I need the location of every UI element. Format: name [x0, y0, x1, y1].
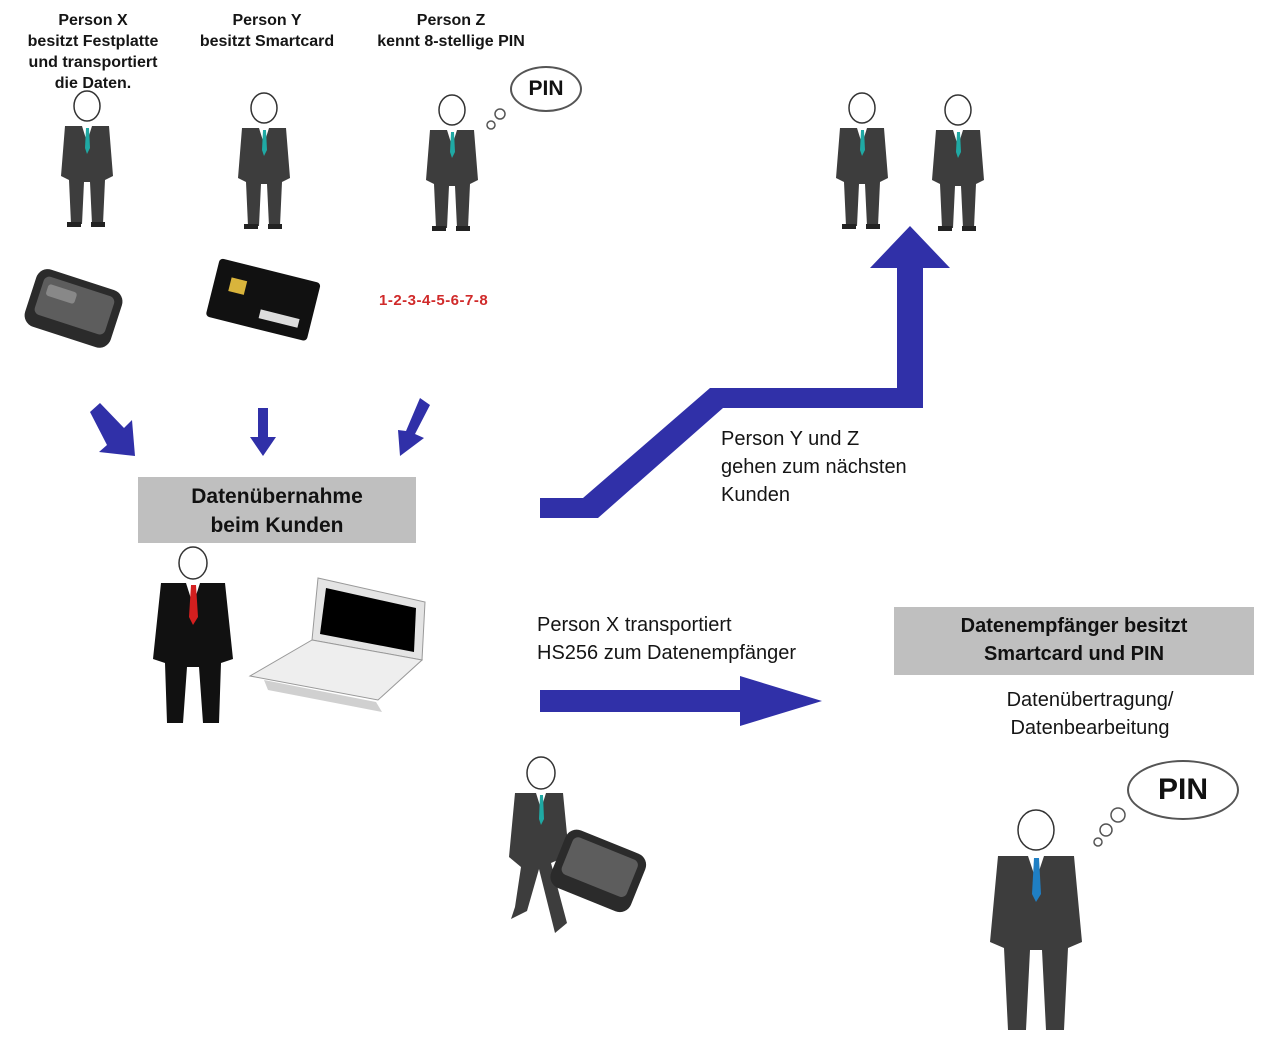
- person-z-leaving-figure: [931, 94, 985, 232]
- transport-text: Person X transportiert HS256 zum Datenem…: [537, 614, 797, 664]
- person-y-label: Person Y besitzt Smartcard: [199, 12, 335, 50]
- arrow-down: [250, 408, 276, 456]
- thought-dot: [1110, 807, 1126, 823]
- thought-dot: [486, 120, 496, 130]
- laptop-icon: [248, 577, 426, 712]
- thought-dot: [494, 108, 506, 120]
- pin-thought-bubble-bottom: PIN: [1127, 760, 1239, 820]
- thought-dot: [1093, 837, 1103, 847]
- arrow-up-to-next-customer: [540, 226, 950, 518]
- down-arrows: [90, 398, 430, 456]
- thought-dot: [1099, 823, 1113, 837]
- hard-drive-carried-icon: [550, 829, 647, 913]
- pin-code-text: 1-2-3-4-5-6-7-8: [379, 292, 489, 309]
- person-x-label: Person X besitzt Festplatte und transpor…: [27, 12, 159, 92]
- person-x-figure: [60, 90, 114, 228]
- person-y-leaving-figure: [835, 92, 889, 230]
- customer-data-transfer-box: Datenübernahme beim Kunden: [138, 477, 416, 543]
- transfer-processing-text: Datenübertragung/ Datenbearbeitung: [1006, 689, 1174, 739]
- arrow-down-right: [90, 403, 135, 456]
- arrow-down-left: [398, 398, 430, 456]
- transporting-person-figure: [509, 756, 569, 933]
- next-customer-text: Person Y und Z gehen zum nächsten Kunden: [721, 428, 907, 506]
- person-z-figure: [425, 94, 479, 232]
- receiver-person-figure: [990, 809, 1082, 1030]
- arrow-to-receiver: [540, 676, 822, 726]
- smartcard-icon: [206, 258, 321, 341]
- customer-person-figure: [153, 546, 233, 723]
- person-z-label: Person Z kennt 8-stellige PIN: [377, 12, 525, 50]
- person-y-figure: [237, 92, 291, 230]
- pin-thought-bubble-top: PIN: [510, 66, 582, 112]
- receiver-box: Datenempfänger besitzt Smartcard und PIN: [894, 607, 1254, 675]
- hard-drive-icon: [24, 269, 123, 348]
